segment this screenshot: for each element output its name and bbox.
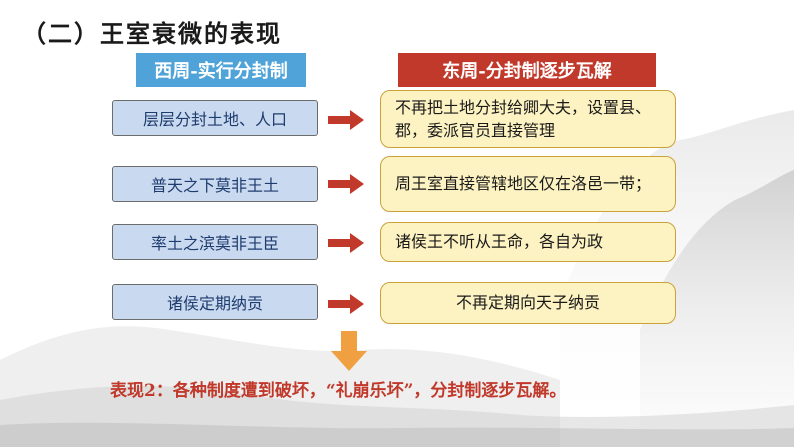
eastern-zhou-item: 诸侯王不听从王命，各自为政: [380, 222, 676, 262]
down-arrow-icon: [331, 331, 367, 371]
summary-text: 表现2：各种制度遭到破坏，“礼崩乐坏”，分封制逐步瓦解。: [110, 381, 567, 401]
eastern-zhou-item: 周王室直接管辖地区仅在洛邑一带；: [380, 156, 676, 212]
eastern-zhou-item-text: 诸侯王不听从王命，各自为政: [395, 232, 604, 252]
western-zhou-item: 率土之滨莫非王臣: [112, 224, 318, 260]
eastern-zhou-item: 不再定期向天子纳贡: [380, 282, 676, 324]
right-arrow-icon: [328, 110, 364, 130]
western-zhou-item: 诸侯定期纳贡: [112, 284, 318, 320]
eastern-zhou-item-text: 周王室直接管辖地区仅在洛邑一带；: [395, 174, 652, 194]
eastern-zhou-item-text: 不再定期向天子纳贡: [455, 293, 600, 313]
eastern-zhou-item: 不再把土地分封给卿大夫，设置县、郡，委派官员直接管理: [380, 90, 676, 148]
western-zhou-item: 普天之下莫非王土: [112, 166, 318, 202]
right-arrow-icon: [328, 233, 364, 253]
western-zhou-header: 西周-实行分封制: [136, 53, 306, 87]
right-arrow-icon: [328, 174, 364, 194]
eastern-zhou-item-text: 不再把土地分封给卿大夫，设置县、郡，委派官员直接管理: [395, 97, 652, 140]
eastern-zhou-header: 东周-分封制逐步瓦解: [398, 53, 656, 87]
page-title: （二）王室衰微的表现: [22, 19, 282, 48]
western-zhou-item: 层层分封土地、人口: [112, 100, 318, 136]
right-arrow-icon: [328, 294, 364, 314]
